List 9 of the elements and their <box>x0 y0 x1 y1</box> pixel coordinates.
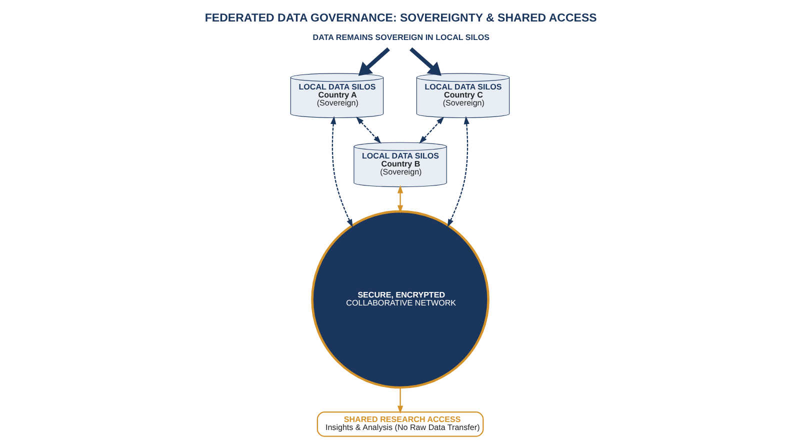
arrow <box>447 116 470 228</box>
arrow <box>397 387 404 414</box>
arrow <box>397 185 404 214</box>
arrow <box>330 116 353 228</box>
diagram-title: FEDERATED DATA GOVERNANCE: SOVEREIGNTY & SHARED ACCESS <box>204 12 597 25</box>
arrow <box>419 116 444 144</box>
arrow <box>356 116 382 144</box>
arrow <box>410 47 442 76</box>
arrow <box>358 47 390 76</box>
